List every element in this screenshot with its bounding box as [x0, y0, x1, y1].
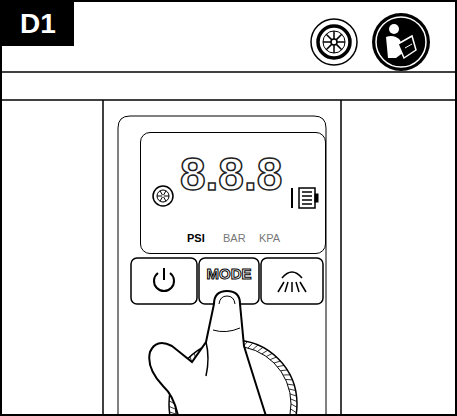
- book-page: [405, 44, 412, 48]
- button-label: MODE: [207, 266, 252, 281]
- wheel-icon: [311, 19, 357, 65]
- spoke: [157, 196, 162, 197]
- spoke: [164, 197, 167, 201]
- body-edge: [340, 100, 342, 416]
- spoke: [160, 191, 163, 195]
- knuckle-line: [213, 328, 240, 332]
- ray: [291, 282, 293, 292]
- digits: 8.8.8: [180, 151, 282, 197]
- knurl-line: [277, 365, 284, 366]
- knurl-line: [286, 379, 293, 380]
- light-button: [261, 258, 323, 304]
- dial-and-hand: [149, 291, 297, 414]
- lcd-display: 8.8.8PSI BAR KPA: [140, 132, 326, 254]
- body-edge: [102, 100, 104, 416]
- knurl-line: [169, 406, 175, 409]
- icon-ring: [376, 17, 426, 67]
- knurl-line: [290, 394, 296, 396]
- spoke: [164, 196, 169, 197]
- spoke: [336, 34, 342, 40]
- ray: [300, 282, 306, 292]
- knurl-line: [291, 409, 297, 413]
- battery-bar: [302, 191, 312, 193]
- spoke: [160, 197, 163, 201]
- mode-button-label: MODE: [199, 258, 259, 288]
- knurl-line: [248, 343, 253, 348]
- spoke: [333, 31, 335, 39]
- light-rays: [278, 282, 306, 292]
- divider-line: [0, 71, 457, 73]
- light-symbol: [282, 272, 302, 278]
- reader-head: [389, 24, 399, 34]
- battery-bar: [302, 195, 312, 197]
- read-manual-icon: [372, 13, 430, 71]
- display-wheel-icon: [153, 186, 173, 206]
- knurl-line: [288, 384, 295, 386]
- knurl-line: [262, 350, 268, 354]
- power-button: [131, 258, 197, 304]
- unit-label: KPA: [259, 233, 280, 244]
- rim: [323, 31, 345, 53]
- ray: [296, 282, 299, 292]
- ray: [278, 282, 284, 292]
- spoke: [336, 44, 342, 50]
- tire: [153, 186, 173, 206]
- ray: [285, 282, 288, 292]
- divider-line: [0, 99, 457, 101]
- fingernail: [219, 296, 235, 304]
- knurl-line: [283, 374, 290, 375]
- knurl-line: [289, 389, 296, 391]
- icon-disc: [372, 13, 430, 71]
- battery-segment: [291, 188, 293, 208]
- battery-bar: [302, 199, 312, 201]
- panel-outline: [118, 116, 326, 416]
- knurl-line: [253, 345, 258, 349]
- battery-icon: [292, 188, 318, 208]
- hand: [149, 291, 266, 414]
- spoke: [337, 41, 345, 43]
- device-body: [103, 100, 341, 416]
- knurl-line: [281, 369, 288, 371]
- spoke: [326, 34, 332, 40]
- spoke: [326, 44, 332, 50]
- battery-cap: [315, 194, 318, 202]
- spoke: [323, 41, 331, 43]
- battery-case: [299, 188, 315, 208]
- knurl-line: [291, 399, 297, 402]
- finger-line: [206, 342, 208, 376]
- power-symbol: [163, 268, 165, 280]
- knurl-line: [266, 353, 272, 356]
- hub: [331, 39, 337, 45]
- rim: [157, 190, 169, 202]
- spokes: [323, 31, 345, 53]
- step-label: D1: [20, 10, 56, 38]
- tire: [318, 26, 350, 58]
- unit-label: PSI: [187, 233, 205, 244]
- knurl-line: [169, 412, 175, 414]
- knurl-line: [270, 357, 276, 359]
- knurl-line: [291, 404, 297, 407]
- spoke: [164, 191, 167, 195]
- knurl-line: [258, 347, 263, 351]
- unit-label: BAR: [223, 233, 246, 244]
- icon-ring: [311, 19, 357, 65]
- knurl-line: [274, 361, 280, 363]
- battery-bar: [302, 203, 312, 205]
- spoke: [333, 45, 335, 53]
- label-box: D1: [2, 2, 74, 46]
- book: [398, 36, 416, 58]
- spokes: [157, 191, 169, 201]
